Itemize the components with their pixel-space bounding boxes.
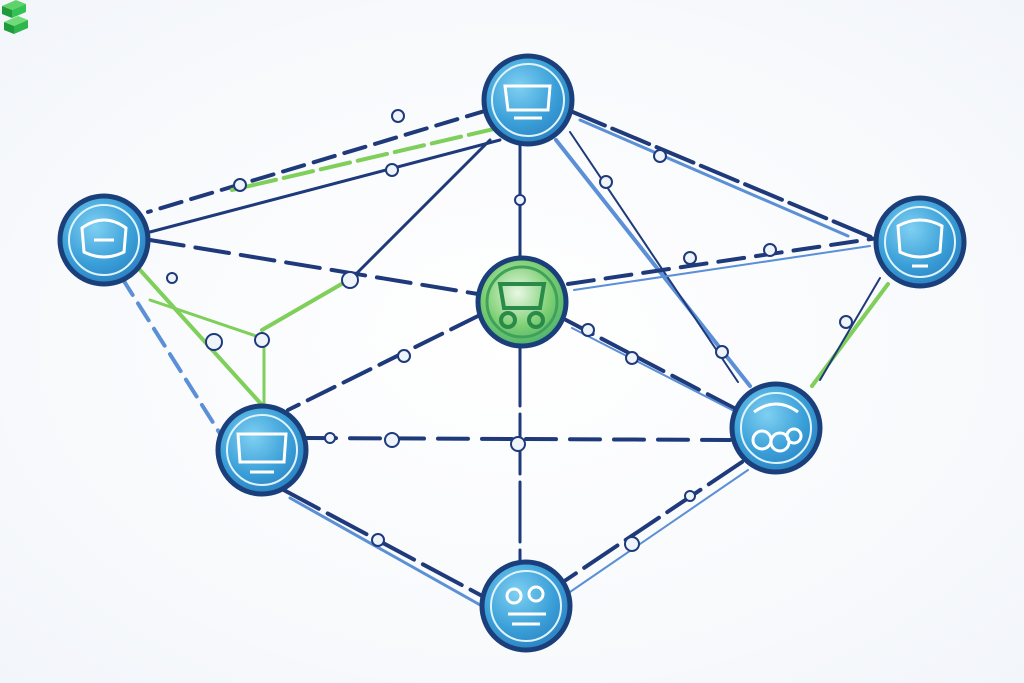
connector-dot xyxy=(624,536,640,552)
connector-dot xyxy=(599,175,613,189)
edge-right-lowerright-navy xyxy=(819,277,881,381)
terminal-icon xyxy=(236,432,288,474)
edge-lowerleft-bottom-blue xyxy=(288,496,484,608)
top-node[interactable] xyxy=(481,53,575,147)
app-logo-icon xyxy=(2,0,28,34)
lower-right-node[interactable] xyxy=(729,381,823,475)
edge-top-left-navy xyxy=(148,138,502,234)
connector-dot xyxy=(397,349,411,363)
connector-dot xyxy=(625,351,639,365)
center-node[interactable] xyxy=(475,255,569,349)
hub-icon xyxy=(497,282,547,329)
right-node[interactable] xyxy=(873,195,967,289)
connector-dot xyxy=(653,149,667,163)
edge-left-midgreen xyxy=(148,298,264,340)
edge-top-lowerleft xyxy=(348,138,492,282)
edge-lowerright-bottom xyxy=(558,460,744,586)
connector-dot xyxy=(205,333,223,351)
connector-dot xyxy=(684,490,696,502)
lower-left-node[interactable] xyxy=(215,403,309,497)
edge-lowerright-bottom-blue xyxy=(569,469,749,593)
edge-center-lowerright xyxy=(564,318,736,410)
left-node[interactable] xyxy=(57,193,151,287)
connector-dot xyxy=(581,323,595,337)
edge-top-lowerright xyxy=(554,138,752,388)
bottom-node[interactable] xyxy=(479,559,573,653)
edge-top-left-dashed xyxy=(146,108,490,214)
edge-right-lowerright xyxy=(810,282,890,388)
router-icon xyxy=(896,218,944,268)
connector-dot xyxy=(715,345,729,359)
connector-dot xyxy=(166,272,178,284)
monitor-icon xyxy=(503,84,552,120)
connector-dot xyxy=(510,436,526,452)
device-icon xyxy=(80,218,128,259)
edge-top-lowerleft-green xyxy=(260,280,347,332)
edge-left-center xyxy=(148,238,480,296)
connector-dot xyxy=(254,332,270,348)
connector-dot xyxy=(324,432,336,444)
edge-top-right-blue xyxy=(578,118,850,238)
edge-left-lowerleft-green xyxy=(138,268,264,407)
edge-connectors xyxy=(166,109,853,552)
connector-dot xyxy=(514,194,526,206)
connector-dot xyxy=(341,271,359,289)
connector-dot xyxy=(385,163,399,177)
edge-top-left-green xyxy=(230,126,500,192)
connector-dot xyxy=(233,178,247,192)
cloud-icon xyxy=(751,402,803,453)
connector-dot xyxy=(391,109,405,123)
edge-center-lowerright-blue xyxy=(571,327,741,415)
edge-lowerleft-lowerright xyxy=(304,436,732,442)
edge-top-lowerright-navy xyxy=(569,131,739,383)
edge-top-right xyxy=(566,108,880,242)
edge-left-lowerleft-blue xyxy=(120,276,226,442)
connector-dot xyxy=(683,251,697,265)
connector-dot xyxy=(371,533,385,547)
edge-center-lowerleft xyxy=(286,314,480,412)
connector-dot xyxy=(384,432,400,448)
server-icon xyxy=(505,585,546,626)
connector-dot xyxy=(763,243,777,257)
edge-center-right xyxy=(566,236,880,286)
connector-dot xyxy=(839,315,853,329)
edge-center-right-blue xyxy=(573,245,871,291)
